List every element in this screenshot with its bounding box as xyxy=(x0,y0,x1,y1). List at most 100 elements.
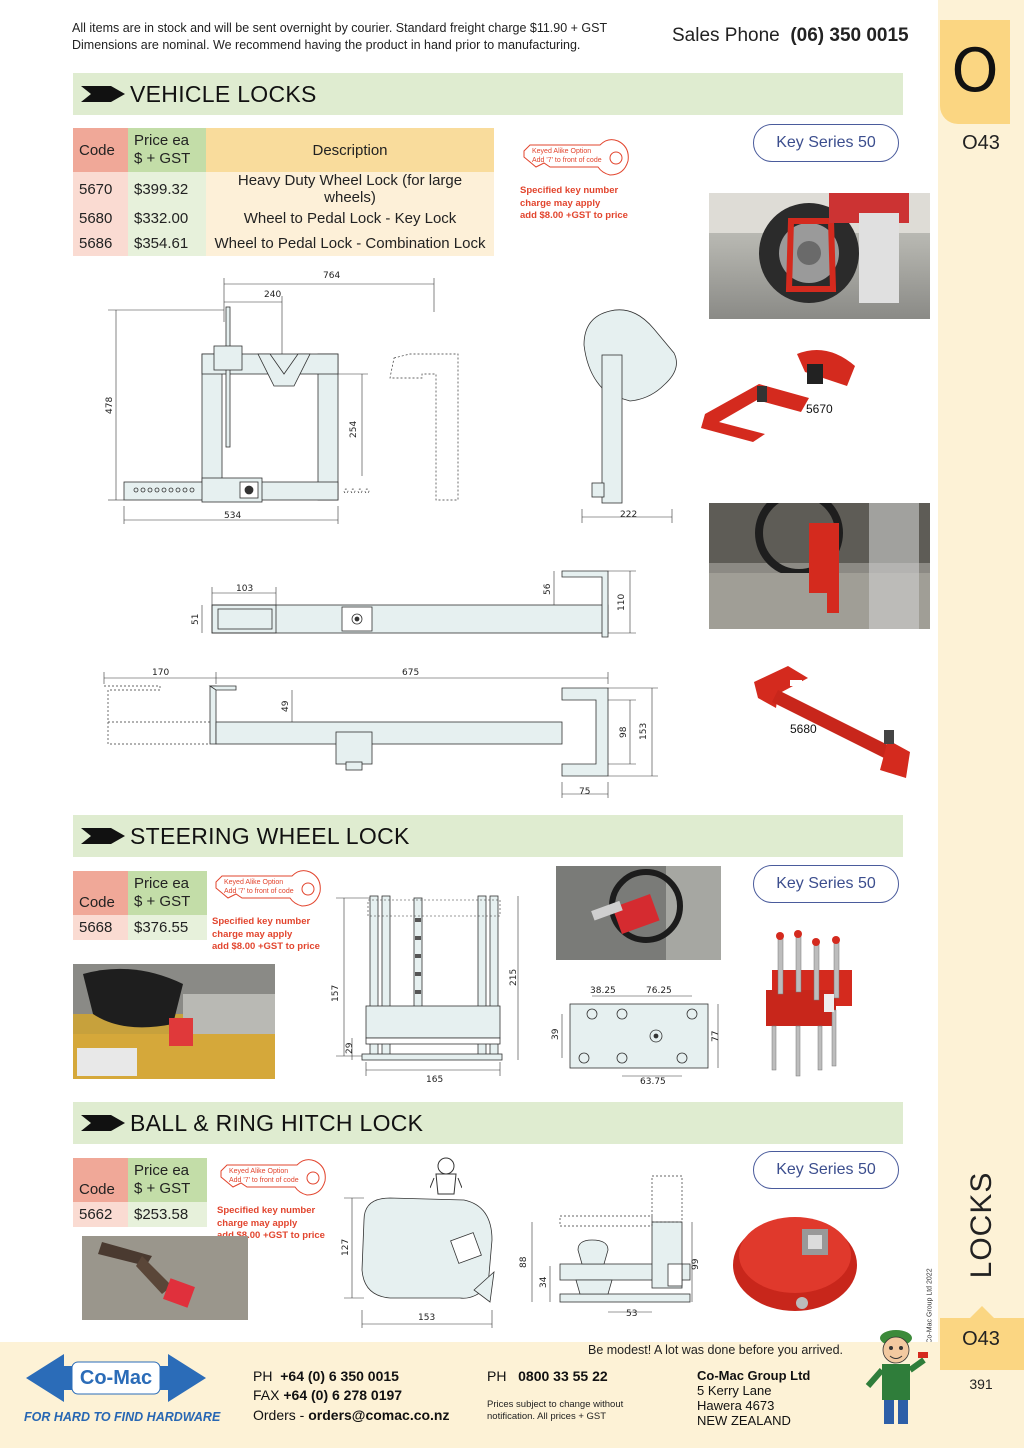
dim-39: 39 xyxy=(551,1028,561,1040)
description-header: Description xyxy=(206,128,494,172)
dim-153: 153 xyxy=(639,723,649,740)
product-5670-art xyxy=(701,350,855,442)
keyed-line2: Add '7' to front of code xyxy=(229,1177,299,1184)
ph2-number: 0800 33 55 22 xyxy=(518,1368,608,1384)
drawing-wheel-lock-side: 222 xyxy=(581,309,677,523)
row-code: 5662 xyxy=(73,1202,128,1227)
photo-5680 xyxy=(748,660,913,780)
comac-logo: Co-Mac xyxy=(26,1354,206,1402)
key-outline-icon xyxy=(215,870,321,907)
dim-103: 103 xyxy=(236,584,253,594)
row-price: $332.00 xyxy=(128,206,206,231)
section-bar-steering-lock: STEERING WHEEL LOCK xyxy=(73,815,903,857)
row-description: Wheel to Pedal Lock - Combination Lock xyxy=(206,231,494,256)
modest-slogan: Be modest! A lot was done before you arr… xyxy=(588,1343,844,1357)
row-price: $354.61 xyxy=(128,231,206,256)
tab-section-title: LOCKS xyxy=(965,1171,998,1279)
mascot-sketch-icon xyxy=(430,1157,462,1195)
dim-478: 478 xyxy=(105,397,115,414)
steering-photo-art xyxy=(73,964,275,1079)
price-header: Price ea $ + GST xyxy=(128,871,207,915)
orders-label: Orders - xyxy=(253,1407,305,1423)
dim-29: 29 xyxy=(345,1042,355,1054)
keyed-note2: charge may apply xyxy=(212,928,293,940)
footer-phone: PH +64 (0) 6 350 0015 xyxy=(253,1367,399,1386)
tab-code-bottom: O43 xyxy=(962,1328,1000,1350)
page-number: 391 xyxy=(969,1376,993,1392)
row-price: $399.32 xyxy=(128,172,206,206)
arrow-icon xyxy=(81,1115,125,1131)
dim-63-75: 63.75 xyxy=(640,1077,666,1087)
keyed-note2: charge may apply xyxy=(217,1217,298,1229)
header-note-line1: All items are in stock and will be sent … xyxy=(72,21,608,35)
table-row: 5662 $253.58 xyxy=(73,1202,207,1227)
photo-steering-lock-forklift xyxy=(73,964,275,1079)
drawing-wheel-lock-front: 764 240 478 254 534 xyxy=(105,271,459,524)
category-tab xyxy=(938,0,1024,1448)
keyed-alike-text: Keyed Alike Option Add '7' to front of c… xyxy=(224,878,294,896)
dim-88: 88 xyxy=(519,1256,529,1268)
orders-email[interactable]: orders@comac.co.nz xyxy=(308,1407,450,1423)
keyed-note3: add $8.00 +GST to price xyxy=(212,941,320,952)
keyed-line1: Keyed Alike Option xyxy=(532,148,592,155)
keyed-line1: Keyed Alike Option xyxy=(224,879,284,886)
key-series-badge-steering: Key Series 50 xyxy=(753,865,899,903)
price-header: Price ea $ + GST xyxy=(128,1158,207,1202)
photo-5662 xyxy=(730,1205,860,1317)
address-line3: NEW ZEALAND xyxy=(697,1413,791,1428)
tab-code-top: O43 xyxy=(962,132,1000,154)
tagline: FOR HARD TO FIND HARDWARE xyxy=(24,1410,221,1424)
tab-letter-box xyxy=(940,20,1010,124)
wheel-lock-photo-art xyxy=(709,193,930,303)
keyed-note: Specified key number charge may apply ad… xyxy=(520,185,660,223)
dim-75: 75 xyxy=(579,787,590,797)
steering-lock-price-table: Code Price ea $ + GST 5668 $376.55 xyxy=(73,871,207,940)
key-outline-icon xyxy=(523,139,629,176)
ph-number: +64 (0) 6 350 0015 xyxy=(280,1368,399,1384)
drawing-hitch-lock-front: 127 153 xyxy=(341,1197,495,1328)
label-5670: 5670 xyxy=(806,402,833,416)
photo-steering-lock-installed xyxy=(556,866,721,960)
dim-240: 240 xyxy=(264,290,281,300)
row-code: 5686 xyxy=(73,231,128,256)
section-title-vehicle-locks: VEHICLE LOCKS xyxy=(130,81,317,107)
price-header-line1: Price ea xyxy=(134,132,190,149)
price-header-line2: $ + GST xyxy=(134,1180,191,1197)
footer-fax: FAX +64 (0) 6 278 0197 xyxy=(253,1386,402,1405)
price-header-line1: Price ea xyxy=(134,1162,190,1179)
dim-56: 56 xyxy=(543,583,553,595)
keyed-note: Specified key number charge may apply ad… xyxy=(217,1205,357,1243)
price-header-line1: Price ea xyxy=(134,875,190,892)
keyed-note: Specified key number charge may apply ad… xyxy=(212,916,352,954)
company-address: Co-Mac Group Ltd 5 Kerry Lane Hawera 467… xyxy=(697,1368,810,1428)
sales-phone-label: Sales Phone xyxy=(672,25,780,46)
dim-49: 49 xyxy=(281,700,291,712)
dim-222: 222 xyxy=(620,510,637,520)
steering-installed-art xyxy=(556,866,721,960)
table-row: 5670 $399.32 Heavy Duty Wheel Lock (for … xyxy=(73,172,494,206)
vehicle-locks-price-table: Code Price ea $ + GST Description 5670 $… xyxy=(73,128,494,256)
photo-hitch-lock-installed xyxy=(82,1236,248,1320)
price-header-line2: $ + GST xyxy=(134,150,191,167)
section-title-hitch-lock: BALL & RING HITCH LOCK xyxy=(130,1110,424,1136)
dim-675: 675 xyxy=(402,668,419,678)
keyed-line2: Add '7' to front of code xyxy=(532,157,602,164)
keyed-alike-option: Keyed Alike Option Add '7' to front of c… xyxy=(520,137,640,227)
keyed-alike-option: Keyed Alike Option Add '7' to front of c… xyxy=(217,1157,337,1247)
mascot-icon xyxy=(865,1330,928,1424)
drawing-pedal-lock-top: 103 56 51 110 xyxy=(191,570,636,638)
dim-76-25: 76.25 xyxy=(646,986,672,996)
tab-bottom-shape xyxy=(940,1306,1024,1370)
tab-letter: O xyxy=(951,36,999,106)
dim-215: 215 xyxy=(509,969,519,986)
photo-wheel-lock-installed xyxy=(709,193,930,319)
sales-phone-number: (06) 350 0015 xyxy=(790,25,909,46)
label-5680: 5680 xyxy=(790,722,817,736)
dim-53: 53 xyxy=(626,1309,637,1319)
keyed-note2: charge may apply xyxy=(520,197,601,209)
dim-170: 170 xyxy=(152,668,169,678)
code-header: Code xyxy=(73,871,128,915)
arrow-icon xyxy=(81,86,125,102)
photo-5668 xyxy=(752,930,860,1078)
keyed-note3: add $8.00 +GST to price xyxy=(217,1230,325,1241)
